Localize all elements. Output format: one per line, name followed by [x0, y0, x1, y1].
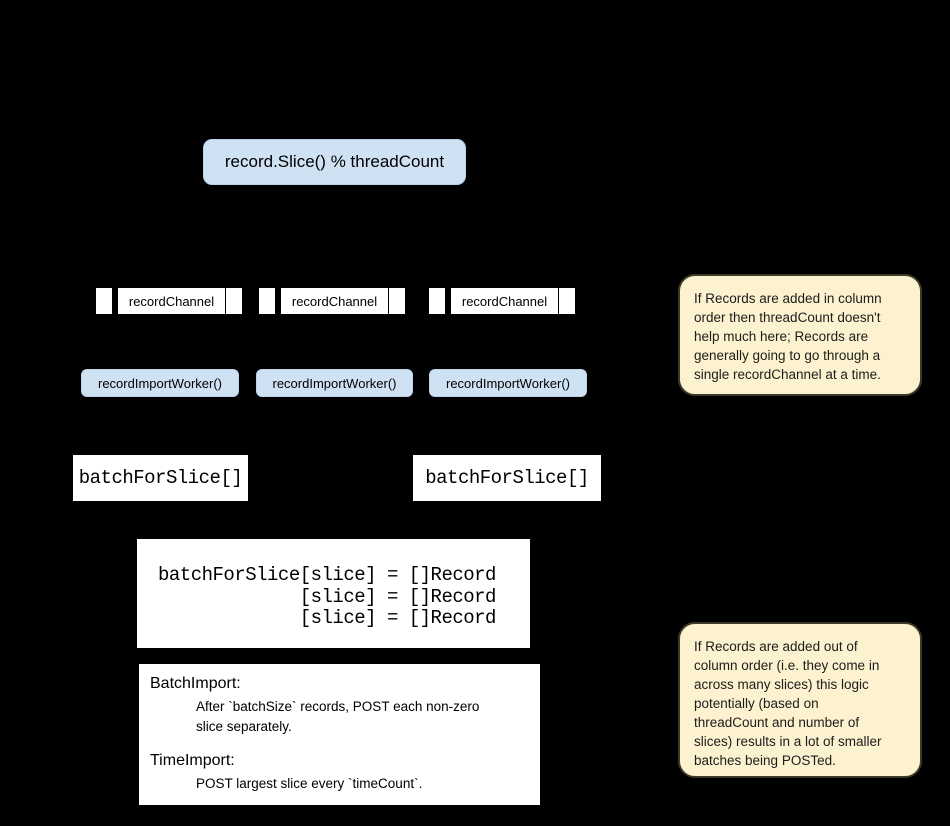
record-channel-box: recordChannel: [117, 287, 226, 315]
record-slice-modulo-label: record.Slice() % threadCount: [224, 152, 445, 171]
record-channel-label: recordChannel: [291, 293, 378, 309]
channel-buffer-cell: [428, 287, 446, 315]
record-import-worker-box-1: recordImportWorker(): [81, 369, 239, 397]
callout-line: help much here; Records are: [694, 329, 869, 344]
callout-line: potentially (based on: [694, 696, 819, 711]
record-channel-box: recordChannel: [280, 287, 389, 315]
record-import-worker-label: recordImportWorker(): [272, 375, 397, 391]
time-import-heading: TimeImport:: [150, 752, 235, 769]
record-channel-label: recordChannel: [128, 293, 215, 309]
time-import-line: POST largest slice every `timeCount`.: [196, 776, 423, 791]
record-channel-group-1: recordChannel: [95, 287, 243, 315]
callout-line: order then threadCount doesn't: [694, 310, 881, 325]
batch-import-line: After `batchSize` records, POST each non…: [196, 699, 480, 714]
batch-import-line: slice separately.: [196, 718, 292, 734]
channel-buffer-cell: [388, 287, 406, 315]
record-import-worker-label: recordImportWorker(): [97, 375, 222, 391]
callout-line: across many slices) this logic: [694, 677, 869, 692]
batch-for-slice-assignment-box: batchForSlice[slice] = []Record [slice] …: [136, 538, 531, 649]
record-import-worker-label: recordImportWorker(): [445, 375, 570, 391]
callout-line: column order (i.e. they come in: [694, 658, 880, 673]
callout-line: single recordChannel at a time.: [694, 367, 881, 382]
batch-for-slice-label: batchForSlice[]: [425, 467, 589, 489]
callout-line: If Records are added in column: [694, 291, 882, 306]
code-line: [slice] = []Record: [158, 585, 497, 608]
column-order-callout: If Records are added in column order the…: [678, 274, 922, 396]
record-import-worker-box-2: recordImportWorker(): [256, 369, 413, 397]
callout-line: threadCount and number of: [694, 715, 860, 730]
time-import-description: POST largest slice every `timeCount`.: [196, 774, 530, 794]
record-channel-label: recordChannel: [461, 293, 548, 309]
code-line: [slice] = []Record: [158, 607, 497, 629]
callout-line: generally going to go through a: [694, 348, 881, 363]
callout-line: If Records are added out of: [694, 639, 858, 654]
channel-buffer-cell: [258, 287, 276, 315]
record-channel-group-2: recordChannel: [258, 287, 406, 315]
record-import-worker-box-3: recordImportWorker(): [429, 369, 587, 397]
channel-buffer-cell: [558, 287, 576, 315]
batch-for-slice-box-2: batchForSlice[]: [412, 454, 602, 502]
channel-buffer-cell: [95, 287, 113, 315]
callout-line: slices) results in a lot of smaller: [694, 734, 882, 749]
out-of-order-callout: If Records are added out of column order…: [678, 622, 922, 778]
batch-import-description: After `batchSize` records, POST each non…: [196, 697, 530, 736]
import-strategy-box: BatchImport: After `batchSize` records, …: [138, 663, 541, 806]
code-line: batchForSlice[slice] = []Record: [158, 564, 496, 586]
record-channel-group-3: recordChannel: [428, 287, 576, 315]
record-slice-modulo-box: record.Slice() % threadCount: [203, 139, 466, 185]
batch-for-slice-label: batchForSlice[]: [78, 467, 243, 489]
callout-line: batches being POSTed.: [694, 753, 836, 768]
batch-import-heading: BatchImport:: [150, 675, 241, 692]
batch-for-slice-box-1: batchForSlice[]: [72, 454, 249, 502]
channel-buffer-cell: [225, 287, 243, 315]
record-channel-box: recordChannel: [450, 287, 559, 315]
